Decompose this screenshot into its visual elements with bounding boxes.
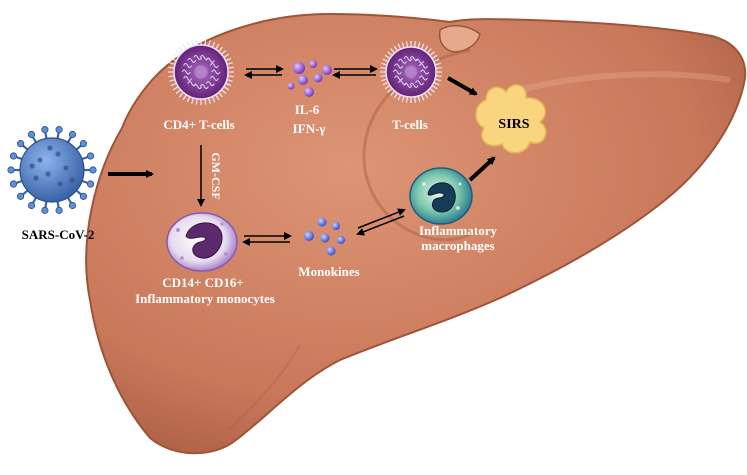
label-cd4-t-cells: CD4+ T-cells <box>163 117 234 132</box>
label-il-6: IL-6 <box>295 102 320 117</box>
tcell-to-sirs-arrow <box>447 76 478 96</box>
label-monocytes-line2: Inflammatory monocytes <box>135 291 275 306</box>
macrophage-to-sirs-arrow <box>468 156 496 182</box>
arrows <box>108 65 496 246</box>
label-macrophages-line1: Inflammatory <box>419 223 497 238</box>
label-monocytes-line1: CD14+ CD16+ <box>162 275 244 290</box>
sirs-icon <box>475 84 547 154</box>
monokine-particles-icon <box>304 217 345 256</box>
label-macrophages-line2: macrophages <box>421 238 494 253</box>
label-sars-cov-2: SARS-CoV-2 <box>22 227 95 242</box>
label-sirs: SIRS <box>498 117 529 132</box>
cytokine-particles-icon <box>287 60 332 97</box>
inflammatory-macrophage-icon <box>409 167 473 225</box>
label-t-cells: T-cells <box>392 117 428 132</box>
cd4-t-cell-icon <box>168 39 234 105</box>
macrophage-to-monokine-arrow <box>356 215 405 236</box>
t-cell-icon <box>380 41 442 103</box>
label-monokines: Monokines <box>298 264 359 279</box>
label-ifn-gamma: IFN-γ <box>293 121 326 136</box>
sars-cov-2-virus-icon <box>7 126 97 214</box>
monokine-to-macrophage-arrow <box>357 208 406 229</box>
inflammatory-monocyte-icon <box>166 212 238 272</box>
label-gm-csf: GM-CSF <box>209 152 223 199</box>
